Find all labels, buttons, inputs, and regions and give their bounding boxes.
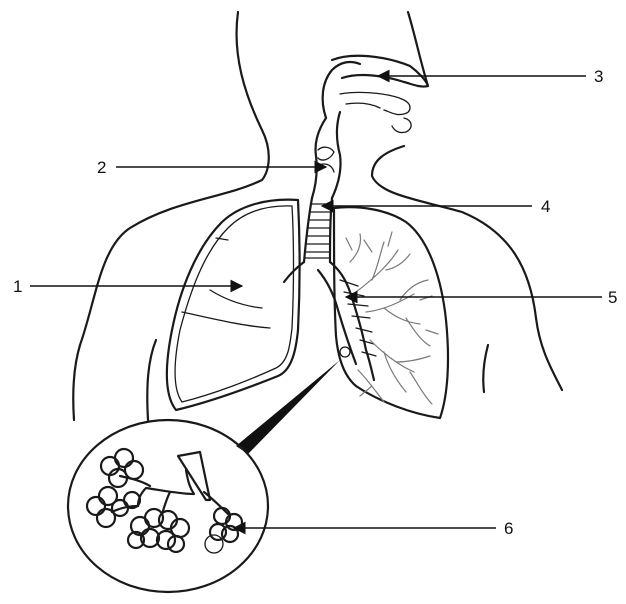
alveoli-cluster-center <box>128 509 189 552</box>
alveoli-cluster-right <box>205 508 242 553</box>
right-lung <box>334 207 448 418</box>
number-labels: 1 2 3 4 5 6 <box>13 67 617 538</box>
label-4: 4 <box>541 197 550 216</box>
left-lung <box>167 200 300 410</box>
label-1: 1 <box>13 277 22 296</box>
label-6: 6 <box>504 519 513 538</box>
pharynx-larynx <box>312 112 341 198</box>
bronchiole-branches <box>346 232 438 404</box>
label-2: 2 <box>97 158 106 177</box>
label-5: 5 <box>608 288 617 307</box>
label-3: 3 <box>594 67 603 86</box>
trachea <box>304 198 332 262</box>
alveoli-inset <box>68 360 340 592</box>
body-outline <box>73 12 562 420</box>
